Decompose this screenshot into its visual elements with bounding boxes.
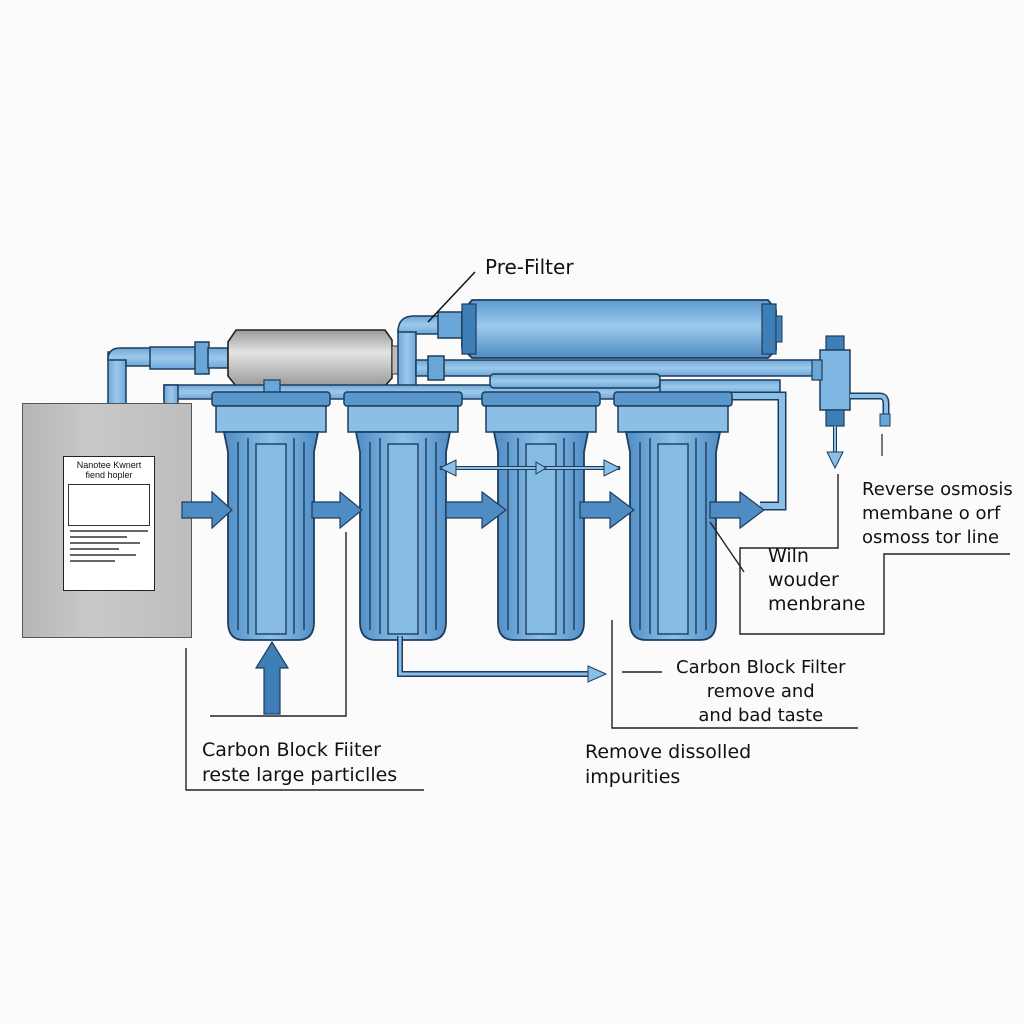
filter-housing-4 bbox=[613, 391, 733, 641]
filter-housing-1 bbox=[211, 391, 331, 641]
placard-title: Nanotee Kwnert fiend hopler bbox=[76, 460, 142, 480]
membrane-label: Wiln wouder menbrane bbox=[768, 545, 866, 615]
flow-arrow-1-2 bbox=[311, 490, 363, 530]
carbon-block-right-label: Carbon Block Filter remove and and bad t… bbox=[676, 657, 846, 726]
flow-arrow-3-4 bbox=[579, 490, 635, 530]
filter-housing-3 bbox=[481, 391, 601, 641]
control-panel: Nanotee Kwnert fiend hopler bbox=[22, 403, 192, 638]
riser-pipe bbox=[397, 311, 837, 401]
placard-text-lines bbox=[68, 530, 150, 562]
flow-arrows bbox=[181, 459, 765, 715]
inlet-pipe bbox=[107, 341, 229, 405]
dissolved-impurities-label: Remove dissolled impurities bbox=[585, 741, 752, 788]
carbon-block-left-label: Carbon Block Fiiter reste large particll… bbox=[202, 739, 398, 786]
placard-diagram bbox=[68, 484, 150, 526]
flow-arrow-2-3 bbox=[445, 490, 507, 530]
flow-arrow-out bbox=[709, 490, 765, 530]
pre-filter-label: Pre-Filter bbox=[485, 255, 574, 279]
filter-housing-2 bbox=[343, 391, 463, 641]
faucet-valve bbox=[811, 335, 891, 470]
callout-lines bbox=[185, 474, 1010, 791]
pre-filter-leader-line bbox=[427, 271, 476, 323]
ro-membrane-housing bbox=[461, 299, 783, 359]
reverse-osmosis-label: Reverse osmosis membane o orf osmoss tor… bbox=[862, 479, 1013, 548]
instruction-placard: Nanotee Kwnert fiend hopler bbox=[63, 456, 155, 591]
sediment-cartridge bbox=[227, 329, 399, 387]
flow-arrow-in bbox=[181, 490, 233, 530]
flow-arrow-up bbox=[254, 640, 290, 715]
